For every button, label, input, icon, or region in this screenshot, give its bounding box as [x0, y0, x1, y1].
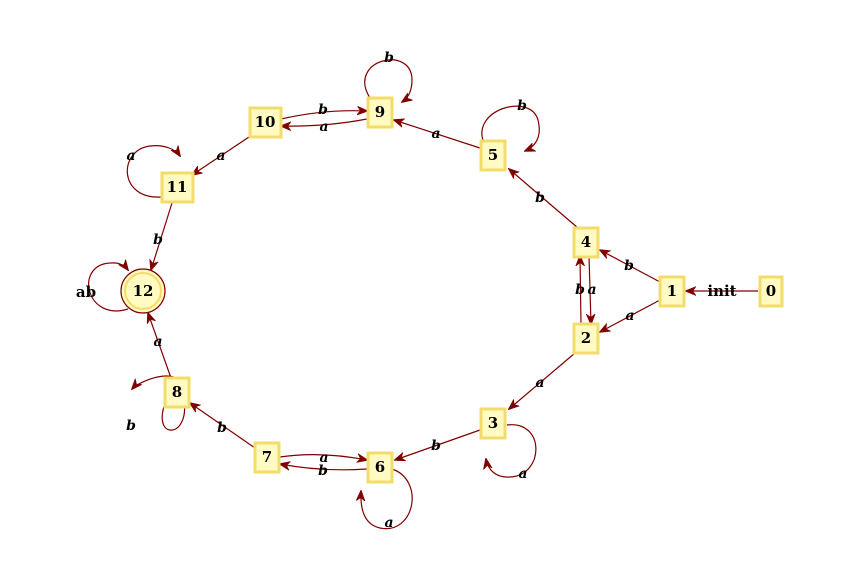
state-10[interactable]: 10 — [248, 106, 283, 139]
edge-label-6-7: b — [318, 463, 328, 479]
edge-6-6 — [361, 468, 413, 530]
edge-label-8-8: b — [126, 418, 136, 434]
state-1[interactable]: 1 — [658, 275, 686, 308]
state-11[interactable]: 11 — [160, 171, 195, 204]
edge-12-12 — [88, 263, 128, 312]
edge-label-4-2: a — [587, 282, 596, 298]
edges — [88, 59, 758, 530]
edge-5-5 — [481, 105, 540, 151]
state-label: 3 — [488, 414, 498, 432]
state-label: 2 — [581, 329, 591, 347]
edge-2-4 — [580, 256, 581, 325]
state-label: 8 — [172, 383, 182, 401]
state-0[interactable]: 0 — [758, 275, 784, 308]
state-label: 4 — [581, 233, 591, 251]
state-8[interactable]: 8 — [163, 376, 191, 409]
edge-label-6-6: a — [384, 515, 393, 531]
state-label: 1 — [667, 282, 677, 300]
state-label: 12 — [133, 282, 154, 300]
edge-label-2-3: a — [535, 375, 544, 391]
edge-7-8 — [190, 403, 256, 449]
state-label: 11 — [167, 178, 188, 196]
edge-label-4-5: b — [535, 190, 545, 206]
edge-label-11-12: b — [153, 232, 163, 248]
state-7[interactable]: 7 — [253, 441, 281, 474]
edge-label-5-9: a — [431, 126, 440, 142]
state-2[interactable]: 2 — [572, 322, 600, 355]
edge-7-6 — [279, 455, 367, 460]
state-label: 5 — [488, 146, 498, 164]
edge-3-6 — [395, 429, 481, 460]
edge-labels: init b a a b b b a b a b a a b ab a a b … — [76, 50, 737, 531]
state-label: 9 — [375, 103, 385, 121]
edge-label-1-2: a — [625, 308, 634, 324]
edge-5-9 — [394, 120, 484, 150]
edge-11-12 — [151, 202, 173, 270]
edge-label-5-5: b — [517, 98, 527, 114]
edge-label-12-12: ab — [76, 283, 96, 301]
edge-9-9 — [364, 59, 412, 102]
state-5[interactable]: 5 — [479, 139, 507, 172]
state-6[interactable]: 6 — [366, 451, 394, 484]
state-label: 7 — [262, 448, 272, 466]
edge-label-9-10: a — [319, 119, 328, 135]
edge-1-4 — [600, 250, 661, 283]
state-12[interactable]: 12 — [120, 268, 166, 314]
edge-label-11-11: a — [126, 148, 135, 164]
edge-1-2 — [600, 299, 661, 332]
edge-2-3 — [509, 352, 576, 409]
edge-label-1-4: b — [624, 258, 634, 274]
edge-4-5 — [509, 169, 579, 229]
edge-label-2-4: b — [575, 282, 585, 298]
edge-label-init: init — [707, 282, 736, 300]
edge-3-3 — [486, 424, 537, 478]
edge-10-9 — [280, 111, 367, 120]
edge-label-9-9: b — [384, 50, 394, 66]
edge-6-7 — [280, 464, 368, 470]
state-9[interactable]: 9 — [366, 96, 394, 129]
edge-4-2 — [589, 255, 591, 324]
edge-11-11 — [126, 146, 180, 198]
edge-label-10-11: a — [216, 148, 225, 164]
edge-label-3-3: a — [518, 466, 527, 482]
nodes: 0 1 2 3 4 5 6 7 — [120, 96, 784, 484]
state-3[interactable]: 3 — [479, 407, 507, 440]
edge-label-8-12: a — [153, 334, 162, 350]
state-label: 0 — [766, 282, 776, 300]
state-label: 6 — [375, 458, 385, 476]
edge-label-10-9: b — [318, 102, 328, 118]
edge-label-7-6: a — [319, 450, 328, 466]
state-4[interactable]: 4 — [572, 226, 600, 259]
edge-9-10 — [281, 118, 368, 126]
state-label: 10 — [255, 113, 276, 131]
edge-label-3-6: b — [431, 438, 441, 454]
edge-10-11 — [192, 134, 253, 175]
edge-8-12 — [148, 313, 172, 379]
edge-label-7-8: b — [217, 420, 227, 436]
